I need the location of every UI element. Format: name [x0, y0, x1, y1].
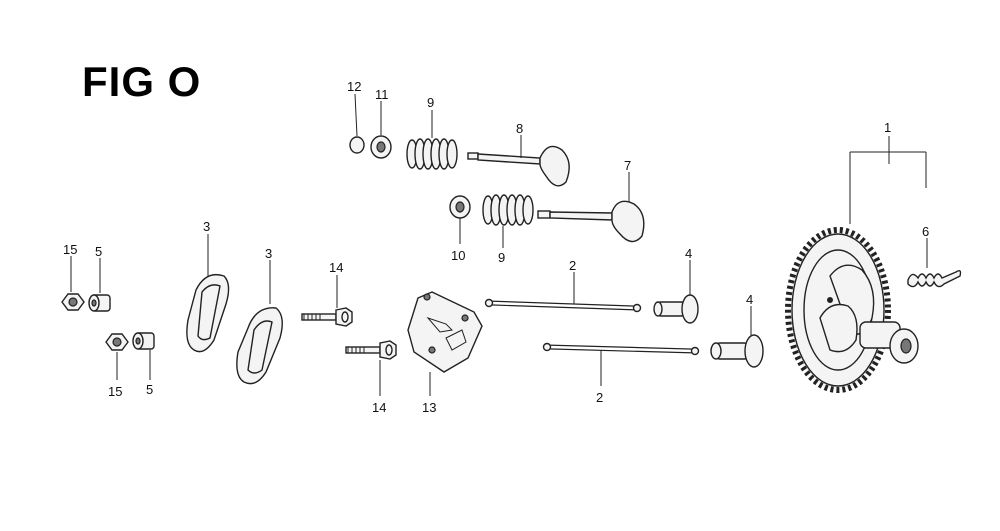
part-4-tappet-upper: [653, 260, 699, 324]
figure-title: FIG O: [82, 58, 202, 105]
callout-4-lower: 4: [746, 292, 753, 307]
part-4-tappet-lower: [710, 306, 764, 368]
part-6-spring: [907, 238, 962, 288]
callout-3-right: 3: [265, 246, 272, 261]
part-12-valve-cap: [349, 93, 365, 154]
part-7-valve-intake: [537, 172, 645, 243]
callout-11: 11: [375, 87, 389, 102]
part-3-rocker-arm-right: [236, 260, 283, 385]
callout-1: 1: [884, 120, 891, 135]
part-5-pivot-upper: [88, 258, 111, 312]
callout-6: 6: [922, 224, 929, 239]
callout-10: 10: [451, 248, 465, 263]
part-13-guide-plate: [407, 291, 483, 396]
part-10-retainer: [449, 195, 471, 244]
callout-14-lower: 14: [372, 400, 386, 415]
part-5-pivot-lower: [132, 332, 155, 380]
part-15-nut-lower: [105, 333, 129, 380]
part-3-rocker-arm-left: [186, 234, 230, 353]
part-15-nut-upper: [61, 256, 85, 311]
part-14-stud-upper: [301, 275, 353, 327]
part-9-valve-spring-lower: [482, 194, 534, 248]
callout-8: 8: [516, 121, 523, 136]
callout-7: 7: [624, 158, 631, 173]
callout-12: 12: [347, 79, 361, 94]
part-1-camshaft-gear: [785, 136, 927, 393]
callout-14-upper: 14: [329, 260, 343, 275]
callout-15-lower: 15: [108, 384, 122, 399]
callout-13: 13: [422, 400, 436, 415]
part-8-valve-exhaust: [467, 135, 570, 187]
part-11-retainer: [370, 101, 392, 159]
part-2-push-rod-lower: [542, 342, 700, 386]
part-2-push-rod-upper: [484, 272, 642, 313]
callout-2-lower: 2: [596, 390, 603, 405]
callout-9-lower: 9: [498, 250, 505, 265]
callout-3-left: 3: [203, 219, 210, 234]
callout-5-upper: 5: [95, 244, 102, 259]
callout-4-upper: 4: [685, 246, 692, 261]
callout-5-lower: 5: [146, 382, 153, 397]
part-14-stud-lower: [345, 340, 397, 396]
callout-15-upper: 15: [63, 242, 77, 257]
part-9-valve-spring-upper: [406, 110, 458, 170]
callout-9-upper: 9: [427, 95, 434, 110]
callout-2-upper: 2: [569, 258, 576, 273]
